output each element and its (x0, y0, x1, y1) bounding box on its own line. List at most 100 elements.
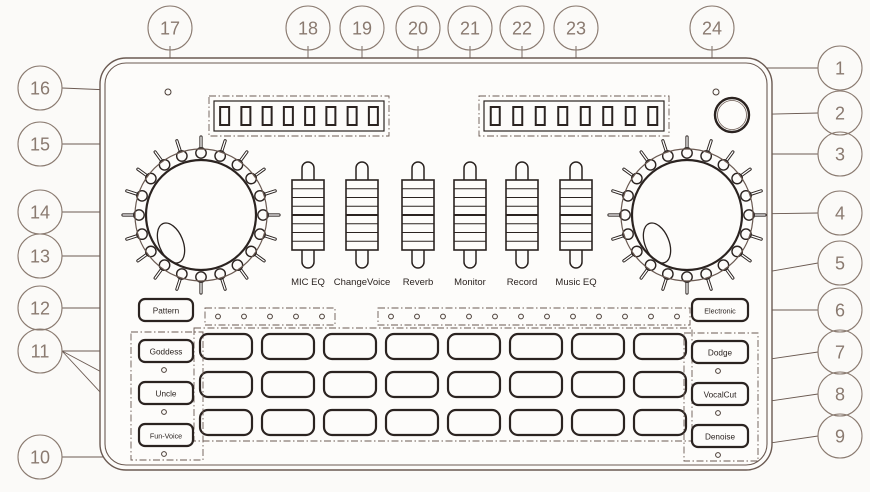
pad-button-r1c7[interactable] (570, 332, 626, 361)
pad-button-r3c3[interactable] (322, 408, 378, 437)
callout-number: 3 (835, 145, 845, 165)
jog-bead (740, 228, 752, 241)
pad-button-r2c5[interactable] (446, 370, 502, 399)
callout-number: 22 (512, 19, 532, 39)
led-indicator (440, 313, 446, 320)
button-label: VocalCut (704, 391, 737, 400)
led-indicator (215, 313, 221, 320)
callout-circle (817, 90, 863, 136)
button-body[interactable] (137, 380, 195, 406)
display-digit-cell (367, 106, 379, 126)
button-goddess[interactable]: Goddess (137, 338, 195, 373)
jog-bead (245, 245, 258, 258)
jog-bead (214, 150, 227, 162)
button-uncle[interactable]: Uncle (137, 380, 195, 415)
display-digit-cell (624, 106, 636, 126)
callout-number: 5 (835, 254, 845, 274)
fader-1[interactable] (291, 161, 325, 269)
button-electronic[interactable]: Electronic (690, 297, 750, 323)
jog-ring-inner (630, 158, 744, 272)
small-knob-body[interactable] (713, 96, 751, 134)
led-indicator (241, 313, 247, 320)
button-pattern[interactable]: Pattern (137, 297, 195, 323)
jog-wheel-right[interactable] (607, 135, 767, 295)
pad-button-r2c3[interactable] (322, 370, 378, 399)
jog-spoke-highlight (707, 140, 712, 152)
callout-circle (17, 233, 63, 279)
display-panel (213, 100, 385, 132)
led-strip-border (204, 307, 336, 326)
button-dodge[interactable]: Dodge (690, 339, 750, 374)
pad-button-r2c7[interactable] (570, 370, 626, 399)
display-digit-cell (647, 106, 659, 126)
jog-spoke-highlight (707, 278, 712, 290)
jog-ring-inner (144, 158, 258, 272)
jog-spoke-highlight (221, 278, 226, 290)
jog-bead (731, 172, 744, 185)
button-label: Uncle (156, 390, 177, 399)
pad-button-r3c7[interactable] (570, 408, 626, 437)
fader-6[interactable] (559, 161, 593, 269)
jog-spoke-highlight (137, 253, 148, 262)
callout-number: 6 (835, 301, 845, 321)
button-denoise[interactable]: Denoise (690, 423, 750, 458)
pad-button-r3c8[interactable] (632, 408, 688, 437)
pad-button-r3c1[interactable] (198, 408, 254, 437)
jog-spoke-highlight (239, 151, 248, 162)
callout-circle (17, 328, 63, 374)
pad-button-r1c4[interactable] (384, 332, 440, 361)
button-body[interactable] (690, 297, 750, 323)
pad-button-r3c6[interactable] (508, 408, 564, 437)
pad-button-r3c5[interactable] (446, 408, 502, 437)
button-body[interactable] (690, 339, 750, 365)
pad-button-r2c1[interactable] (198, 370, 254, 399)
fader-5[interactable] (505, 161, 539, 269)
button-body[interactable] (137, 422, 195, 448)
pad-button-r1c2[interactable] (260, 332, 316, 361)
callout-circle (17, 434, 63, 480)
button-body[interactable] (137, 297, 195, 323)
pad-button-r1c8[interactable] (632, 332, 688, 361)
jog-spoke-highlight (623, 253, 634, 262)
callout-number: 23 (566, 19, 586, 39)
pad-button-r2c4[interactable] (384, 370, 440, 399)
fader-2[interactable] (345, 161, 379, 269)
callout-10: 10 (17, 434, 63, 480)
jog-wheel-left[interactable] (121, 135, 281, 295)
jog-bead (175, 150, 188, 162)
pad-button-r3c2[interactable] (260, 408, 316, 437)
corner-led (164, 88, 172, 96)
callout-circle (553, 5, 599, 51)
fader-3[interactable] (401, 161, 435, 269)
jog-spoke-highlight (623, 168, 634, 177)
side-buttons-border-left (130, 331, 204, 461)
jog-spoke-highlight (176, 140, 181, 152)
fader-label-4: Monitor (454, 277, 486, 288)
button-body[interactable] (690, 423, 750, 449)
jog-bead (681, 147, 693, 159)
button-fun-voice[interactable]: Fun-Voice (137, 422, 195, 457)
pad-button-r1c5[interactable] (446, 332, 502, 361)
callout-15: 15 (17, 121, 63, 167)
pad-button-r2c6[interactable] (508, 370, 564, 399)
pad-button-r3c4[interactable] (384, 408, 440, 437)
pad-button-r1c1[interactable] (198, 332, 254, 361)
button-body[interactable] (137, 338, 195, 364)
fader-label-5: Record (507, 277, 538, 288)
pad-button-r1c3[interactable] (322, 332, 378, 361)
fader-4[interactable] (453, 161, 487, 269)
callout-4: 4 (817, 190, 863, 236)
callout-number: 20 (408, 19, 428, 39)
pad-button-r1c6[interactable] (508, 332, 564, 361)
button-body[interactable] (690, 381, 750, 407)
button-label: Pattern (153, 307, 180, 316)
callout-number: 4 (835, 204, 845, 224)
pad-button-r2c2[interactable] (260, 370, 316, 399)
button-label: Denoise (705, 433, 735, 442)
button-vocalcut[interactable]: VocalCut (690, 381, 750, 416)
jog-spoke-highlight (254, 253, 265, 262)
pad-button-r2c8[interactable] (632, 370, 688, 399)
small-rotary-knob[interactable] (713, 96, 751, 134)
